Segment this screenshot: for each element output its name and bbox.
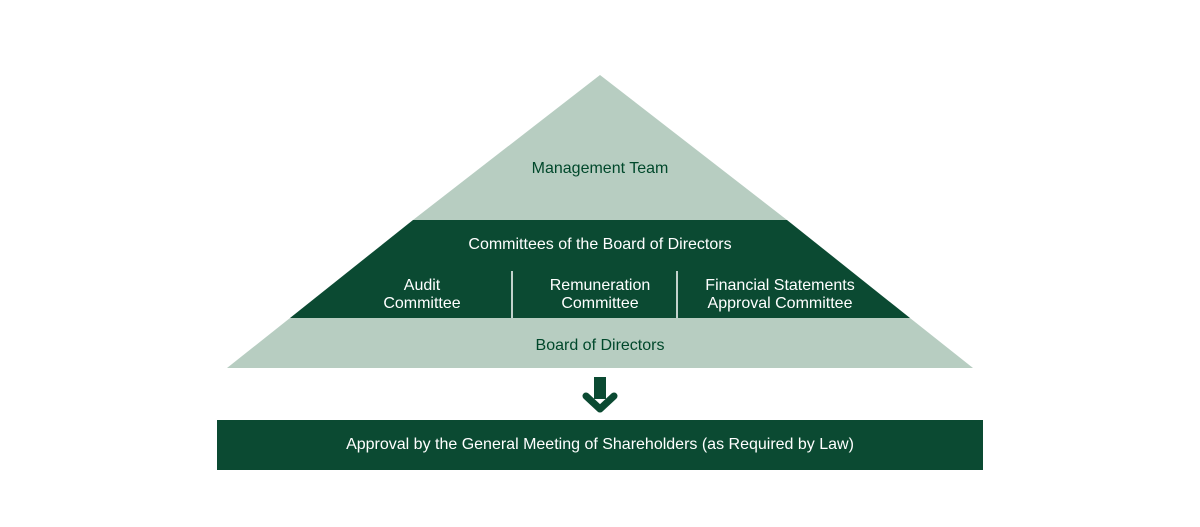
- committee-remuneration-line1: Remuneration: [549, 277, 651, 294]
- pyramid-base-tier: [227, 318, 973, 368]
- pyramid-top-tier: [413, 75, 787, 220]
- board-of-directors-label: Board of Directors: [535, 337, 665, 354]
- committee-audit-line1: Audit: [403, 277, 441, 294]
- management-team-label: Management Team: [531, 160, 669, 177]
- committee-financial-statements: Financial Statements Approval Committee: [680, 277, 880, 313]
- arrow-down-icon: [582, 377, 618, 413]
- committee-financial-statements-line1: Financial Statements: [705, 277, 855, 294]
- approval-bar: Approval by the General Meeting of Share…: [217, 420, 983, 470]
- committees-title: Committees of the Board of Directors: [468, 236, 732, 253]
- committee-remuneration-line2: Committee: [561, 295, 639, 312]
- committee-audit: Audit Committee: [352, 277, 492, 313]
- pyramid-middle-tier: [290, 220, 910, 318]
- approval-bar-label: Approval by the General Meeting of Share…: [346, 436, 854, 453]
- committee-audit-line2: Committee: [383, 295, 461, 312]
- committee-remuneration: Remuneration Committee: [520, 277, 680, 313]
- committee-financial-statements-line2: Approval Committee: [707, 295, 853, 312]
